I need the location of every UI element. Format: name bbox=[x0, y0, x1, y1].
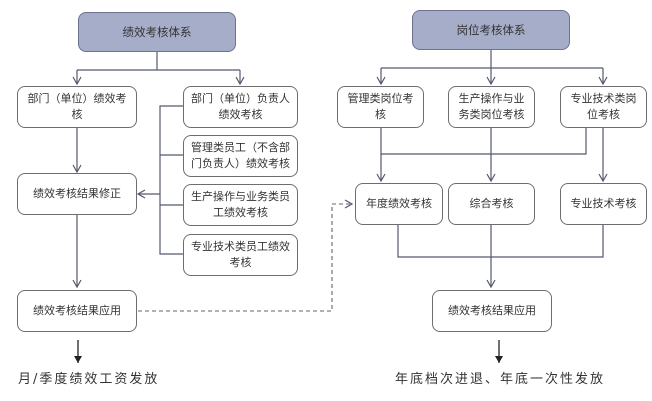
position-label: 生产操作与业务类岗位考核 bbox=[458, 92, 525, 121]
result-application-label: 绩效考核结果应用 bbox=[33, 304, 121, 317]
subtype-label: 管理类员工（不含部门负责人）绩效考核 bbox=[191, 141, 290, 170]
root-label: 岗位考核体系 bbox=[456, 23, 526, 37]
result-application-label: 绩效考核结果应用 bbox=[448, 304, 536, 317]
left-outcome-text: 月/季度绩效工资发放 bbox=[18, 372, 160, 387]
performance-system-root: 绩效考核体系 bbox=[78, 12, 236, 52]
position-box-management: 管理类岗位考核 bbox=[337, 86, 424, 128]
assessment-box-annual: 年度绩效考核 bbox=[355, 183, 443, 225]
subtype-box-production: 生产操作与业务类员工绩效考核 bbox=[183, 184, 298, 226]
position-box-technical: 专业技术类岗位考核 bbox=[560, 86, 647, 128]
subtype-box-dept-head: 部门（单位）负责人绩效考核 bbox=[183, 86, 298, 128]
left-result-application-box: 绩效考核结果应用 bbox=[17, 290, 137, 332]
dept-assessment-box: 部门（单位）绩效考核 bbox=[17, 86, 137, 128]
result-correction-box: 绩效考核结果修正 bbox=[17, 173, 137, 215]
position-box-production: 生产操作与业务类岗位考核 bbox=[448, 86, 535, 128]
subtype-label: 部门（单位）负责人绩效考核 bbox=[191, 92, 290, 121]
right-result-application-box: 绩效考核结果应用 bbox=[432, 290, 552, 332]
assessment-label: 专业技术考核 bbox=[570, 197, 637, 210]
assessment-box-comprehensive: 综合考核 bbox=[448, 183, 535, 225]
position-label: 管理类岗位考核 bbox=[347, 92, 414, 121]
position-label: 专业技术类岗位考核 bbox=[570, 92, 637, 121]
assessment-label: 年度绩效考核 bbox=[366, 197, 432, 210]
right-outcome-text: 年底档次进退、年底一次性发放 bbox=[395, 372, 606, 387]
root-label: 绩效考核体系 bbox=[122, 25, 192, 39]
assessment-label: 综合考核 bbox=[469, 197, 514, 210]
subtype-box-management: 管理类员工（不含部门负责人）绩效考核 bbox=[183, 135, 298, 177]
assessment-box-technical: 专业技术考核 bbox=[560, 183, 647, 225]
subtype-label: 生产操作与业务类员工绩效考核 bbox=[191, 190, 290, 219]
result-correction-label: 绩效考核结果修正 bbox=[33, 187, 121, 200]
subtype-box-technical: 专业技术类员工绩效考核 bbox=[183, 234, 298, 276]
subtype-label: 专业技术类员工绩效考核 bbox=[191, 240, 290, 269]
position-system-root: 岗位考核体系 bbox=[412, 10, 570, 50]
dept-assessment-label: 部门（单位）绩效考核 bbox=[27, 92, 127, 121]
